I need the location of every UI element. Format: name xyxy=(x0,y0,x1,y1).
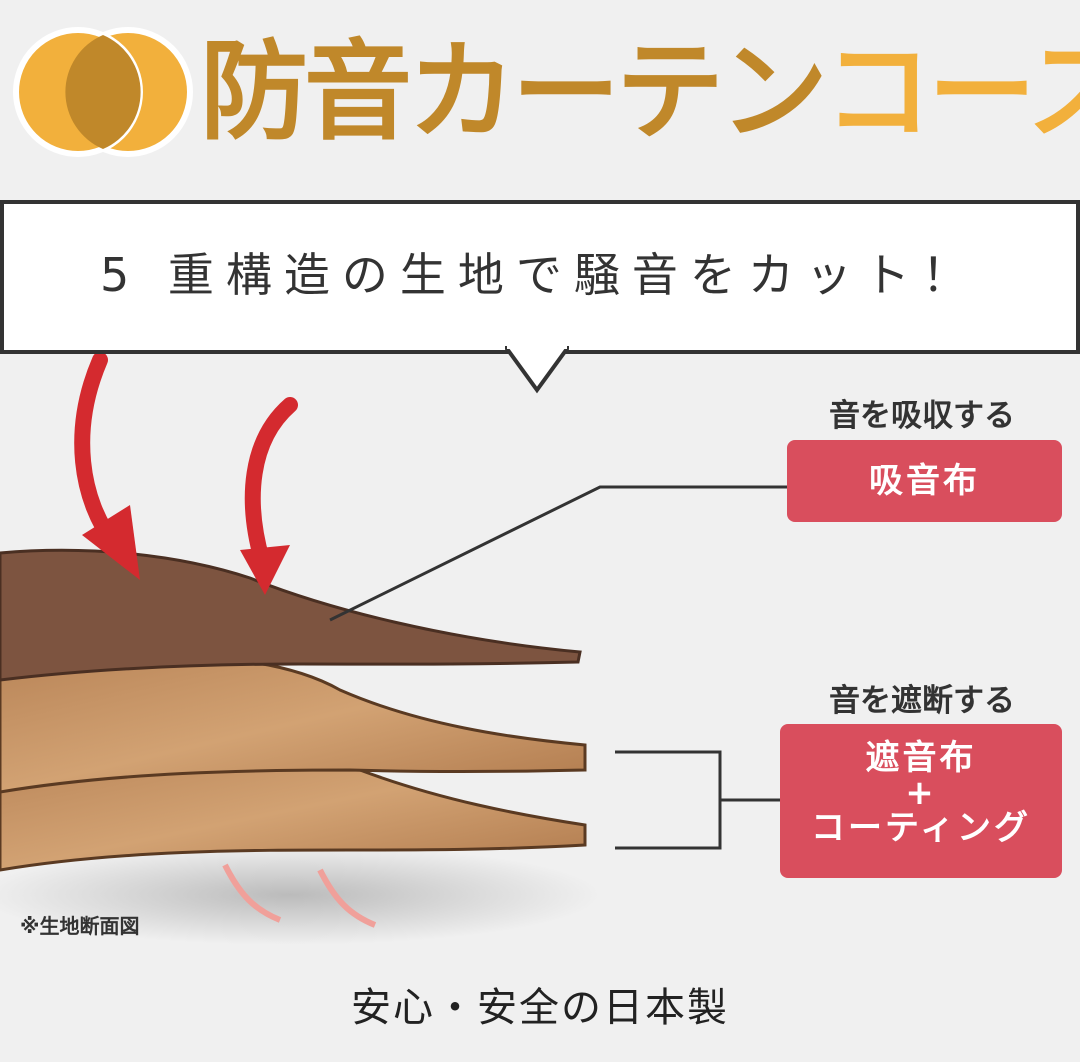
page-title: 防音カーテンコース xyxy=(200,28,1080,158)
title-part1: 防音カーテン xyxy=(200,30,828,155)
sound-blocking-layer xyxy=(0,654,587,794)
block-label-line1: 遮音布 xyxy=(865,738,977,778)
absorb-caption: 音を吸収する xyxy=(829,398,1015,434)
cross-section-note: ※生地断面図 xyxy=(20,914,140,938)
block-label-line2: + xyxy=(905,773,937,813)
connector-lines xyxy=(329,485,787,850)
reduced-sound-arrow-icon xyxy=(222,863,377,928)
title-part2: コース xyxy=(824,30,1080,155)
logo-circles-icon xyxy=(13,27,193,157)
block-caption: 音を遮断する xyxy=(829,683,1015,719)
shadow xyxy=(0,845,600,945)
headline: 5 重構造の生地で騒音をカット！ xyxy=(100,248,980,302)
absorb-label: 吸音布 xyxy=(787,440,1062,522)
sound-absorbing-layer xyxy=(0,548,582,682)
speech-pointer xyxy=(505,346,569,394)
footer-text: 安心・安全の日本製 xyxy=(351,985,729,1031)
block-label-line3: コーティング xyxy=(811,808,1031,848)
block-label: 遮音布 + コーティング xyxy=(780,724,1062,878)
